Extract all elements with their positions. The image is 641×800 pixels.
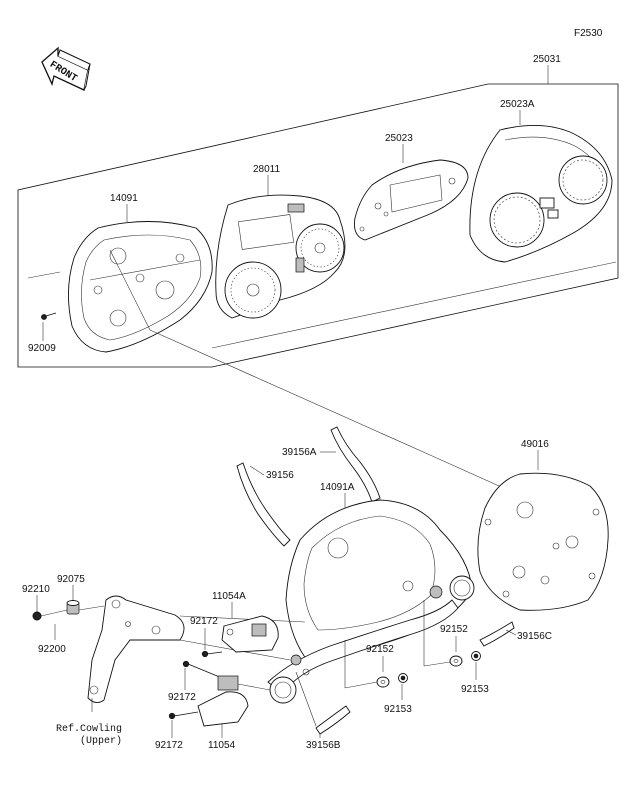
- callout-92200: 92200: [38, 644, 66, 655]
- callout-92075: 92075: [57, 574, 85, 585]
- callout-39156b: 39156B: [306, 740, 341, 751]
- figure-code: F2530: [574, 28, 603, 39]
- callout-11054a: 11054A: [212, 591, 246, 602]
- meter-case-14091: [67, 221, 213, 353]
- callout-49016: 49016: [521, 439, 549, 450]
- relation-line-upper: [149, 329, 431, 456]
- washer-92152-a: [376, 676, 390, 688]
- callout-92153-b: 92153: [461, 684, 489, 695]
- callout-92009: 92009: [28, 343, 56, 354]
- meter-assembly-frame: [17, 83, 619, 368]
- lens-panel-25023: [354, 159, 469, 241]
- assembly-line-92075: [78, 605, 105, 611]
- callout-14091: 14091: [110, 193, 138, 204]
- screw-92172-c: [168, 711, 199, 720]
- seal-strip-39156c: [479, 621, 515, 647]
- callout-25023a: 25023A: [500, 99, 535, 110]
- callout-25023: 25023: [385, 133, 413, 144]
- callout-39156: 39156: [266, 470, 294, 481]
- screw-92153-a: [398, 673, 408, 683]
- leader-39156c: [505, 629, 517, 636]
- washer-92152-b: [449, 655, 463, 667]
- grommet-92075: [66, 600, 80, 615]
- seal-strip-39156b: [315, 705, 351, 735]
- clip-11054a: [221, 615, 279, 653]
- callout-92152-a: 92152: [366, 644, 394, 655]
- callout-14091a: 14091A: [320, 482, 355, 493]
- seal-strip-39156: [236, 462, 291, 547]
- ref-cowling-label: Ref.Cowling: [56, 723, 122, 735]
- ref-cowling-sub: (Upper): [80, 735, 122, 747]
- callout-39156a: 39156A: [282, 447, 317, 458]
- cover-plate-49016: [477, 472, 609, 611]
- callout-92153-a: 92153: [384, 704, 412, 715]
- callout-25031: 25031: [533, 54, 561, 65]
- nut-92210: [32, 611, 42, 621]
- clip-11054: [197, 675, 271, 727]
- mounting-bracket: [87, 595, 306, 703]
- screw-92009: [41, 312, 57, 320]
- callout-39156c: 39156C: [517, 631, 552, 642]
- callout-92172-a: 92172: [190, 616, 218, 627]
- callout-92152-b: 92152: [440, 624, 468, 635]
- meter-cover-25023a: [469, 125, 613, 263]
- callout-92172-b: 92172: [168, 692, 196, 703]
- callout-92172-c: 92172: [155, 740, 183, 751]
- screw-92172-b: [182, 660, 223, 679]
- assembly-line-39156b: [295, 671, 317, 727]
- front-arrow-icon: FRONT: [41, 46, 91, 91]
- assembly-line-center-b: [344, 681, 378, 689]
- assembly-line-92210: [40, 609, 68, 617]
- assembly-line-right-b: [423, 661, 451, 667]
- meter-housing-14091a: [267, 499, 475, 704]
- screw-92172-a: [201, 650, 223, 658]
- leader-39156: [249, 465, 265, 476]
- callout-11054: 11054: [208, 740, 236, 751]
- callout-92210: 92210: [22, 584, 50, 595]
- meter-unit-28011: [215, 194, 346, 319]
- callout-28011: 28011: [253, 164, 281, 175]
- screw-92153-b: [471, 651, 481, 661]
